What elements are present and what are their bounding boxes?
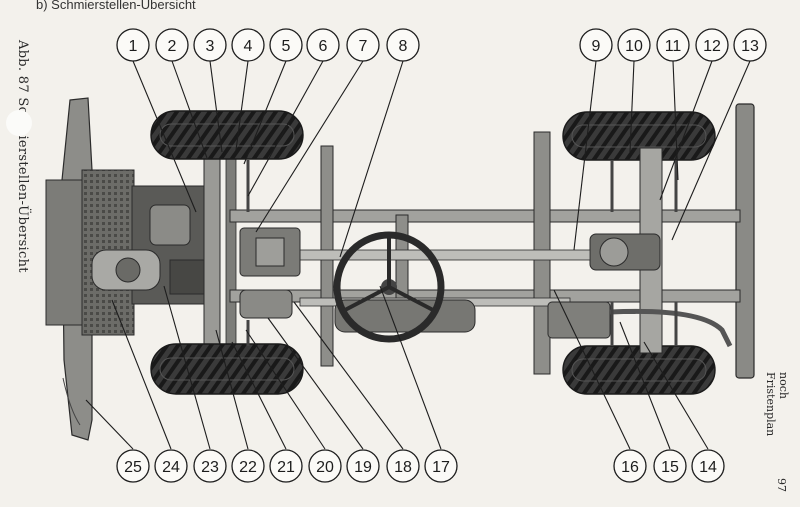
callout-4: 4 [231, 28, 265, 62]
leader-lines [85, 60, 751, 450]
callouts-bottom: 25 24 23 22 21 20 19 18 17 16 15 14 [116, 449, 725, 483]
callout-label: 20 [316, 459, 334, 476]
callout-11: 11 [656, 28, 690, 62]
callout-13: 13 [733, 28, 767, 62]
callout-label: 6 [319, 38, 328, 55]
figure-caption-vertical: Abb. 87 Schmierstellen-Übersicht [6, 40, 32, 280]
callout-label: 13 [741, 38, 759, 55]
callout-6: 6 [306, 28, 340, 62]
callout-label: 10 [625, 38, 643, 55]
callout-label: 5 [282, 38, 291, 55]
callout-label: 3 [206, 38, 215, 55]
callout-label: 18 [394, 459, 412, 476]
callout-21: 21 [269, 449, 303, 483]
callout-label: 23 [201, 459, 219, 476]
callouts-top: 1 2 3 4 5 6 7 8 9 10 11 12 13 [116, 28, 767, 62]
callout-18: 18 [386, 449, 420, 483]
callout-25: 25 [116, 449, 150, 483]
section-heading: b) Schmierstellen-Übersicht [36, 0, 196, 12]
callout-23: 23 [193, 449, 227, 483]
callout-label: 12 [703, 38, 721, 55]
callout-label: 7 [359, 38, 368, 55]
punch-hole [6, 110, 32, 136]
callout-20: 20 [308, 449, 342, 483]
callout-3: 3 [193, 28, 227, 62]
callout-19: 19 [346, 449, 380, 483]
callout-8: 8 [386, 28, 420, 62]
callout-9: 9 [579, 28, 613, 62]
callout-15: 15 [653, 449, 687, 483]
callout-label: 2 [168, 38, 177, 55]
page-number: 97 [775, 478, 788, 492]
callout-10: 10 [617, 28, 651, 62]
callout-5: 5 [269, 28, 303, 62]
callout-label: 22 [239, 459, 257, 476]
callout-label: 21 [277, 459, 295, 476]
running-header-vertical: noch Fristenplan [764, 372, 790, 437]
callout-label: 14 [699, 459, 717, 476]
callout-label: 4 [244, 38, 253, 55]
callout-label: 9 [592, 38, 601, 55]
callout-label: 24 [162, 459, 180, 476]
figure-caption-text: Abb. 87 Schmierstellen-Übersicht [15, 40, 30, 273]
callout-2: 2 [155, 28, 189, 62]
callout-label: 8 [399, 38, 408, 55]
callout-1: 1 [116, 28, 150, 62]
callout-14: 14 [691, 449, 725, 483]
callout-label: 11 [665, 38, 682, 55]
callout-16: 16 [613, 449, 647, 483]
callout-12: 12 [695, 28, 729, 62]
callout-7: 7 [346, 28, 380, 62]
callout-24: 24 [154, 449, 188, 483]
callout-label: 19 [354, 459, 372, 476]
callout-label: 16 [621, 459, 639, 476]
callout-label: 1 [129, 38, 138, 55]
chassis-drawing [45, 97, 755, 441]
callout-label: 17 [432, 459, 450, 476]
callout-22: 22 [231, 449, 265, 483]
callout-label: 25 [124, 459, 142, 476]
callout-label: 15 [661, 459, 679, 476]
callout-17: 17 [424, 449, 458, 483]
